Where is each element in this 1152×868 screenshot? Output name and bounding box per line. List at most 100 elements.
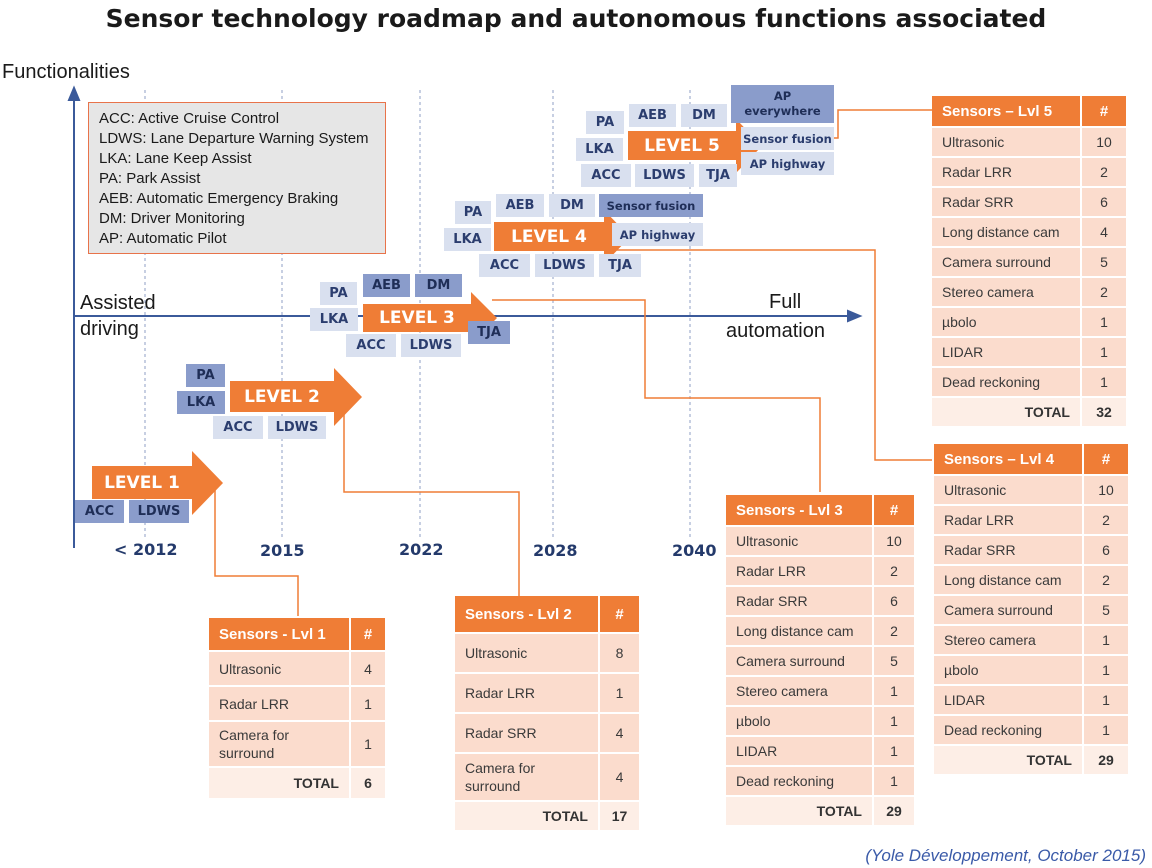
table-cell: 1 xyxy=(1084,626,1128,654)
table-cell: 2 xyxy=(1084,566,1128,594)
table-cell: Stereo camera xyxy=(932,278,1080,306)
table-cell: LIDAR xyxy=(934,686,1082,714)
level-2-arrow: LEVEL 2 xyxy=(230,368,362,426)
legend-item: LKA: Lane Keep Assist xyxy=(99,150,252,167)
table-cell: 1 xyxy=(1082,338,1126,366)
year-label: 2015 xyxy=(260,541,305,560)
table-header-cell: # xyxy=(874,495,914,525)
table-cell: Long distance cam xyxy=(934,566,1082,594)
legend-item: DM: Driver Monitoring xyxy=(99,210,245,227)
table-cell: Ultrasonic xyxy=(455,634,598,672)
table-cell: Radar SRR xyxy=(455,714,598,752)
function-chip: ACC xyxy=(75,500,124,523)
function-chip: LDWS xyxy=(635,164,694,187)
table-cell: 4 xyxy=(1082,218,1126,246)
year-label: 2028 xyxy=(533,541,578,560)
table-header-cell: # xyxy=(1084,444,1128,474)
table-cell: Long distance cam xyxy=(726,617,872,645)
table-cell: µbolo xyxy=(932,308,1080,336)
function-chip: AEB xyxy=(629,104,676,127)
table-cell: 5 xyxy=(874,647,914,675)
table-cell: 10 xyxy=(1084,476,1128,504)
year-label: < 2012 xyxy=(114,540,178,559)
table-cell: Radar LRR xyxy=(934,506,1082,534)
function-chip: PA xyxy=(320,282,357,305)
table-cell: Long distance cam xyxy=(932,218,1080,246)
y-axis-label: Functionalities xyxy=(2,61,130,83)
table-header-row: Sensors - Lvl 3 # xyxy=(726,495,914,525)
table-cell: Radar LRR xyxy=(455,674,598,712)
table-cell: 4 xyxy=(600,714,639,752)
table-cell: Radar LRR xyxy=(209,687,349,720)
x-axis-right-label-line2: automation xyxy=(726,320,825,342)
legend-item: LDWS: Lane Departure Warning System xyxy=(99,130,369,147)
sensors-table-level-1: Sensors - Lvl 1 # Ultrasonic 4 Radar LRR… xyxy=(207,616,387,800)
table-cell: Radar LRR xyxy=(726,557,872,585)
table-cell: 1 xyxy=(351,722,385,766)
table-cell: 6 xyxy=(1084,536,1128,564)
table-cell: Ultrasonic xyxy=(726,527,872,555)
table-cell: Radar SRR xyxy=(932,188,1080,216)
year-label: 2022 xyxy=(399,540,444,559)
function-chip: LKA xyxy=(177,391,225,414)
level-2-arrowhead xyxy=(334,368,362,426)
table-header-cell: Sensors – Lvl 5 xyxy=(932,96,1080,126)
table-cell: 2 xyxy=(874,617,914,645)
table-cell: 2 xyxy=(1082,278,1126,306)
table-total-label: TOTAL xyxy=(455,802,598,830)
table-cell: Camera surround xyxy=(932,248,1080,276)
table-cell: 1 xyxy=(874,737,914,765)
table-total-row: TOTAL 29 xyxy=(934,746,1128,774)
x-axis-left-label-line2: driving xyxy=(80,318,139,340)
table-header-cell: # xyxy=(600,596,639,632)
table-total-value: 6 xyxy=(351,768,385,798)
table-cell: Radar LRR xyxy=(932,158,1080,186)
table-total-row: TOTAL 6 xyxy=(209,768,385,798)
function-chip: LKA xyxy=(310,308,358,331)
level-1-label: LEVEL 1 xyxy=(92,466,192,499)
function-chip: Sensor fusion xyxy=(599,194,703,217)
table-total-value: 17 xyxy=(600,802,639,830)
table-row: Ultrasonic 8 xyxy=(455,634,639,672)
sensors-table-level-2: Sensors - Lvl 2 # Ultrasonic 8 Radar LRR… xyxy=(453,594,641,832)
table-header-row: Sensors – Lvl 4 # xyxy=(934,444,1128,474)
level-2-label: LEVEL 2 xyxy=(230,381,334,412)
table-cell: 1 xyxy=(874,677,914,705)
table-row: Ultrasonic 4 xyxy=(209,652,385,685)
table-header-cell: Sensors - Lvl 3 xyxy=(726,495,872,525)
table-cell: 1 xyxy=(1084,716,1128,744)
function-chip: ACC xyxy=(346,334,396,357)
table-header-cell: # xyxy=(1082,96,1126,126)
table-cell: 1 xyxy=(1084,686,1128,714)
table-row: Camera for surround 1 xyxy=(209,722,385,766)
level-3-label: LEVEL 3 xyxy=(363,304,471,332)
function-chip: LKA xyxy=(444,228,491,251)
function-chip: ACC xyxy=(213,416,263,439)
table-cell: 2 xyxy=(874,557,914,585)
table-total-value: 32 xyxy=(1082,398,1126,426)
table-cell: Stereo camera xyxy=(934,626,1082,654)
table-cell: 2 xyxy=(1082,158,1126,186)
function-chip: LDWS xyxy=(401,334,461,357)
table-cell: Ultrasonic xyxy=(209,652,349,685)
table-cell: 10 xyxy=(874,527,914,555)
x-axis-right-label-line1: Full xyxy=(769,291,802,313)
table-cell: 5 xyxy=(1082,248,1126,276)
table-cell: Dead reckoning xyxy=(726,767,872,795)
table-header-cell: Sensors – Lvl 4 xyxy=(934,444,1082,474)
table-row: Radar LRR 1 xyxy=(455,674,639,712)
function-chip: LDWS xyxy=(268,416,326,439)
